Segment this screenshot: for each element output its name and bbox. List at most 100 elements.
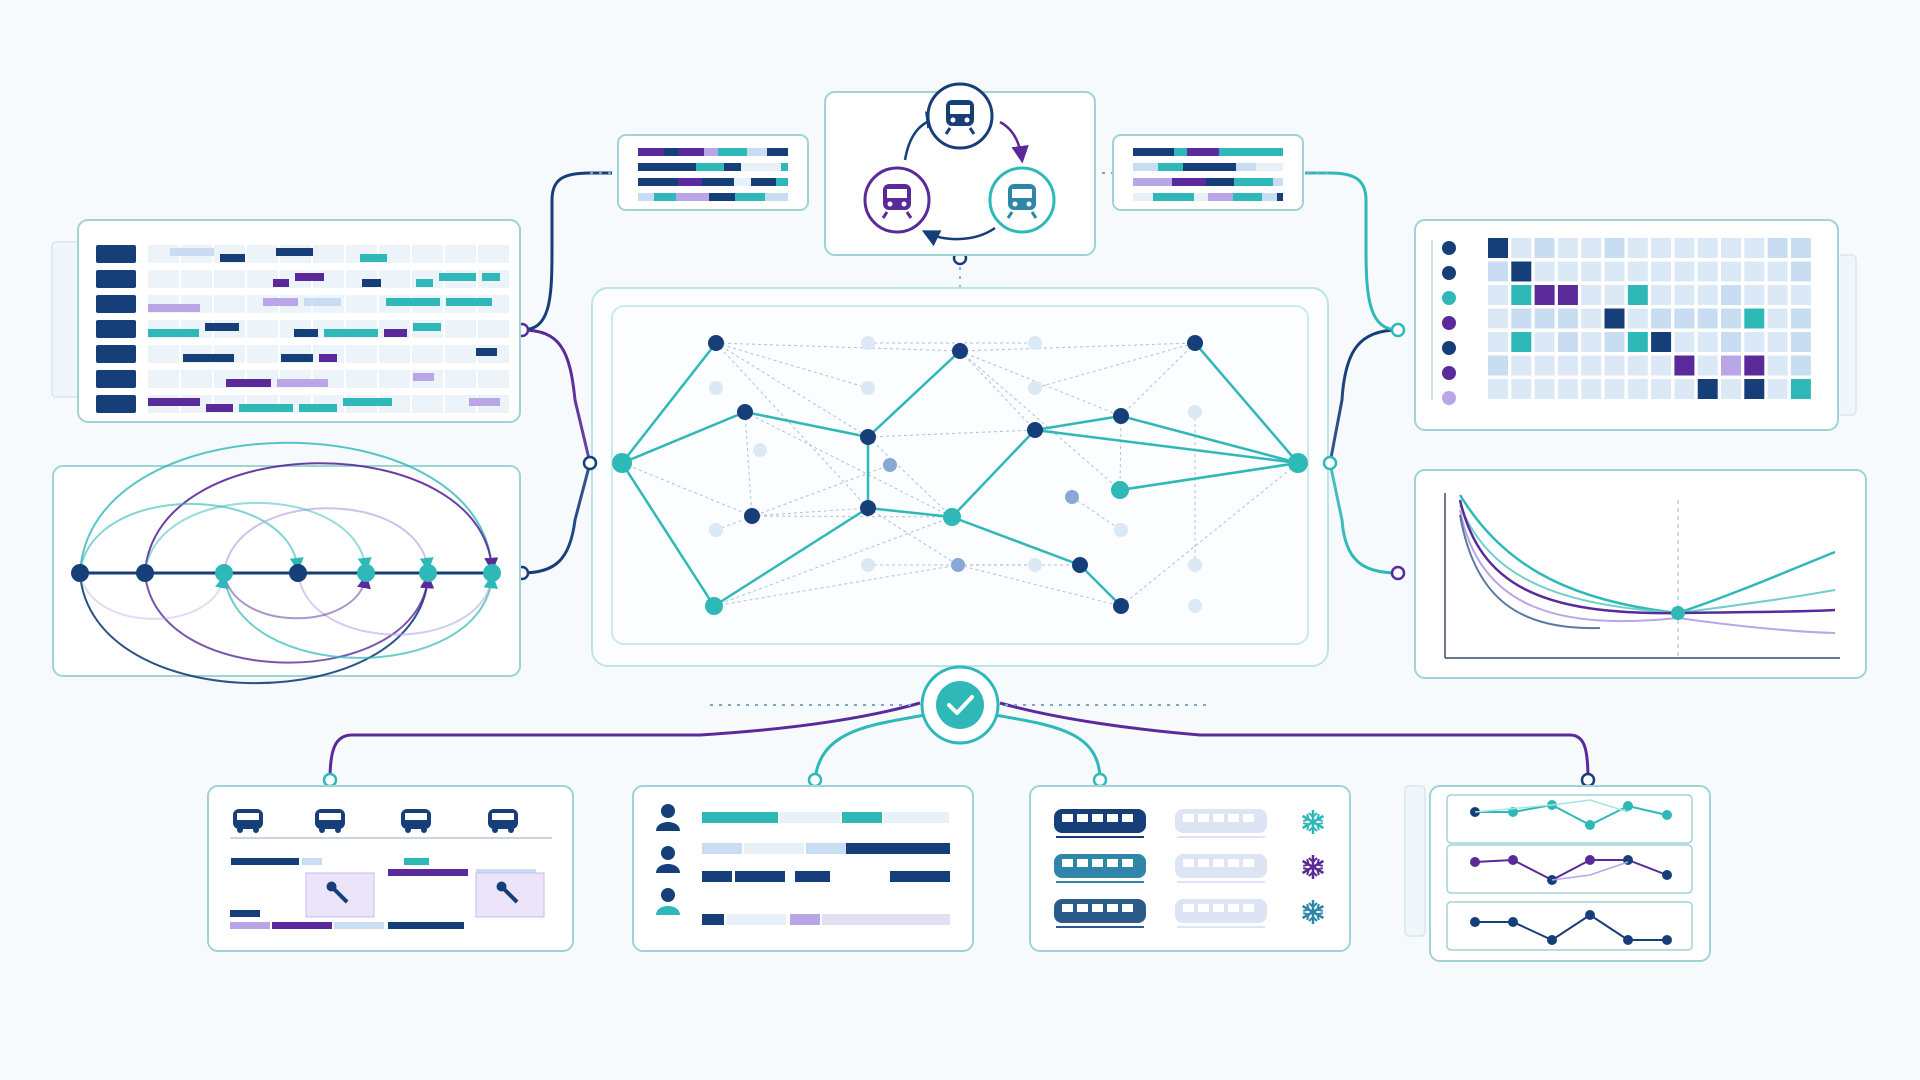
train-window bbox=[1107, 814, 1118, 822]
train-side-icon bbox=[1054, 809, 1146, 838]
network-edge-faint bbox=[1120, 342, 1196, 417]
bus-front-icon bbox=[315, 809, 345, 833]
schedule-block bbox=[360, 254, 387, 262]
network-edge bbox=[621, 410, 746, 465]
train-side-icon-faded bbox=[1175, 809, 1267, 838]
schedule-cell bbox=[148, 345, 179, 363]
bar-segment bbox=[735, 193, 765, 201]
bus-wheel bbox=[405, 827, 411, 833]
network-edge-faint bbox=[621, 462, 753, 517]
heatmap-cell bbox=[1604, 355, 1625, 376]
bar-segment bbox=[678, 178, 702, 186]
network-edge-faint bbox=[959, 350, 1036, 431]
network-node-pale bbox=[753, 443, 767, 457]
crew-bar bbox=[702, 843, 742, 854]
train-side-icon bbox=[1175, 809, 1267, 838]
train-side-icon-faded bbox=[1175, 854, 1267, 883]
heatmap-cell bbox=[1581, 332, 1602, 352]
train-window bbox=[1183, 859, 1194, 867]
heatmap-cell bbox=[1697, 285, 1718, 305]
crew-bar bbox=[726, 914, 786, 925]
snowflake-icon bbox=[1301, 855, 1325, 879]
heatmap-cell bbox=[1744, 332, 1765, 352]
network-node-pale bbox=[1028, 558, 1042, 572]
network-edges bbox=[620, 342, 1299, 608]
bus-wheel bbox=[335, 827, 341, 833]
bar-segment bbox=[1149, 148, 1174, 156]
train-window bbox=[1198, 859, 1209, 867]
heatmap-cell bbox=[1627, 332, 1648, 352]
crew-bar bbox=[735, 871, 785, 882]
heatmap-cell bbox=[1627, 285, 1648, 305]
bar-segment bbox=[690, 193, 709, 201]
network-edge bbox=[951, 429, 1036, 518]
heatmap-cell bbox=[1767, 355, 1788, 376]
network-edge-faint bbox=[715, 342, 869, 509]
bar-segment bbox=[1234, 178, 1255, 186]
heatmap-cell bbox=[1488, 355, 1508, 376]
sequence-node bbox=[136, 564, 154, 582]
heatmap-cell bbox=[1557, 261, 1578, 282]
bar-segment bbox=[1208, 193, 1233, 201]
heatmap-cell bbox=[1767, 332, 1788, 352]
person-body bbox=[656, 906, 680, 915]
depot-bar bbox=[230, 922, 270, 929]
schedule-block bbox=[482, 273, 500, 281]
trend-line bbox=[1475, 803, 1668, 827]
network-edge bbox=[867, 506, 953, 519]
schedule-cell bbox=[478, 370, 509, 388]
snowflake-icon bbox=[1301, 810, 1325, 834]
depot-bar bbox=[272, 922, 332, 929]
curve-chart-panel bbox=[1414, 469, 1867, 679]
heatmap-cell bbox=[1651, 238, 1672, 258]
bar-segment bbox=[1133, 178, 1172, 186]
heatmap-cell bbox=[1534, 355, 1555, 376]
wrench-head bbox=[496, 881, 507, 892]
heatmap-cell bbox=[1557, 355, 1578, 376]
network-edge-faint bbox=[1071, 496, 1122, 531]
bar-segment bbox=[741, 163, 781, 171]
snowflake-tip bbox=[1308, 902, 1318, 922]
train-window bbox=[1183, 814, 1194, 822]
chart-curve bbox=[1458, 499, 1836, 615]
schedule-cell bbox=[148, 370, 179, 388]
bus-front-icon bbox=[401, 809, 431, 833]
train-side-icon bbox=[1054, 899, 1146, 928]
network-node bbox=[860, 429, 876, 445]
network-node-pale bbox=[709, 523, 723, 537]
trend-point bbox=[1470, 917, 1480, 927]
train-window bbox=[1243, 904, 1254, 912]
trend-rows-panel bbox=[1404, 785, 1711, 962]
schedule-cell bbox=[247, 270, 278, 288]
schedule-block bbox=[294, 329, 318, 337]
heatmap-cell bbox=[1674, 285, 1695, 305]
sequence-arc bbox=[144, 501, 372, 574]
heatmap-legend-dot bbox=[1442, 241, 1456, 255]
heatmap-cell bbox=[1651, 285, 1672, 305]
schedule-cell bbox=[379, 370, 410, 388]
heatmap-cell bbox=[1534, 285, 1555, 305]
heatmap-cell bbox=[1651, 332, 1672, 352]
schedule-cell bbox=[148, 270, 179, 288]
heatmap-cell bbox=[1557, 379, 1578, 399]
heatmap-cell bbox=[1511, 308, 1532, 329]
heatmap-legend-dot bbox=[1442, 341, 1456, 355]
heatmap-legend-dot bbox=[1442, 291, 1456, 305]
depot-bar bbox=[388, 869, 468, 876]
bus-window bbox=[405, 813, 427, 820]
bar-segment bbox=[1133, 148, 1149, 156]
checkmark-icon bbox=[947, 695, 974, 715]
heatmap-cell bbox=[1674, 332, 1695, 352]
bar-segment bbox=[718, 148, 747, 156]
train-front-icon bbox=[926, 82, 994, 150]
train-window bbox=[1077, 904, 1088, 912]
snowflake-arm bbox=[1301, 904, 1325, 920]
heatmap-cell bbox=[1534, 332, 1555, 352]
train-window bbox=[1228, 814, 1239, 822]
schedule-block bbox=[183, 354, 234, 362]
heatmap-cell bbox=[1604, 332, 1625, 352]
top-right-bars-panel bbox=[1112, 134, 1304, 211]
network-node bbox=[952, 343, 968, 359]
trend-line-faint bbox=[1474, 799, 1629, 813]
bar-segment bbox=[1174, 148, 1187, 156]
